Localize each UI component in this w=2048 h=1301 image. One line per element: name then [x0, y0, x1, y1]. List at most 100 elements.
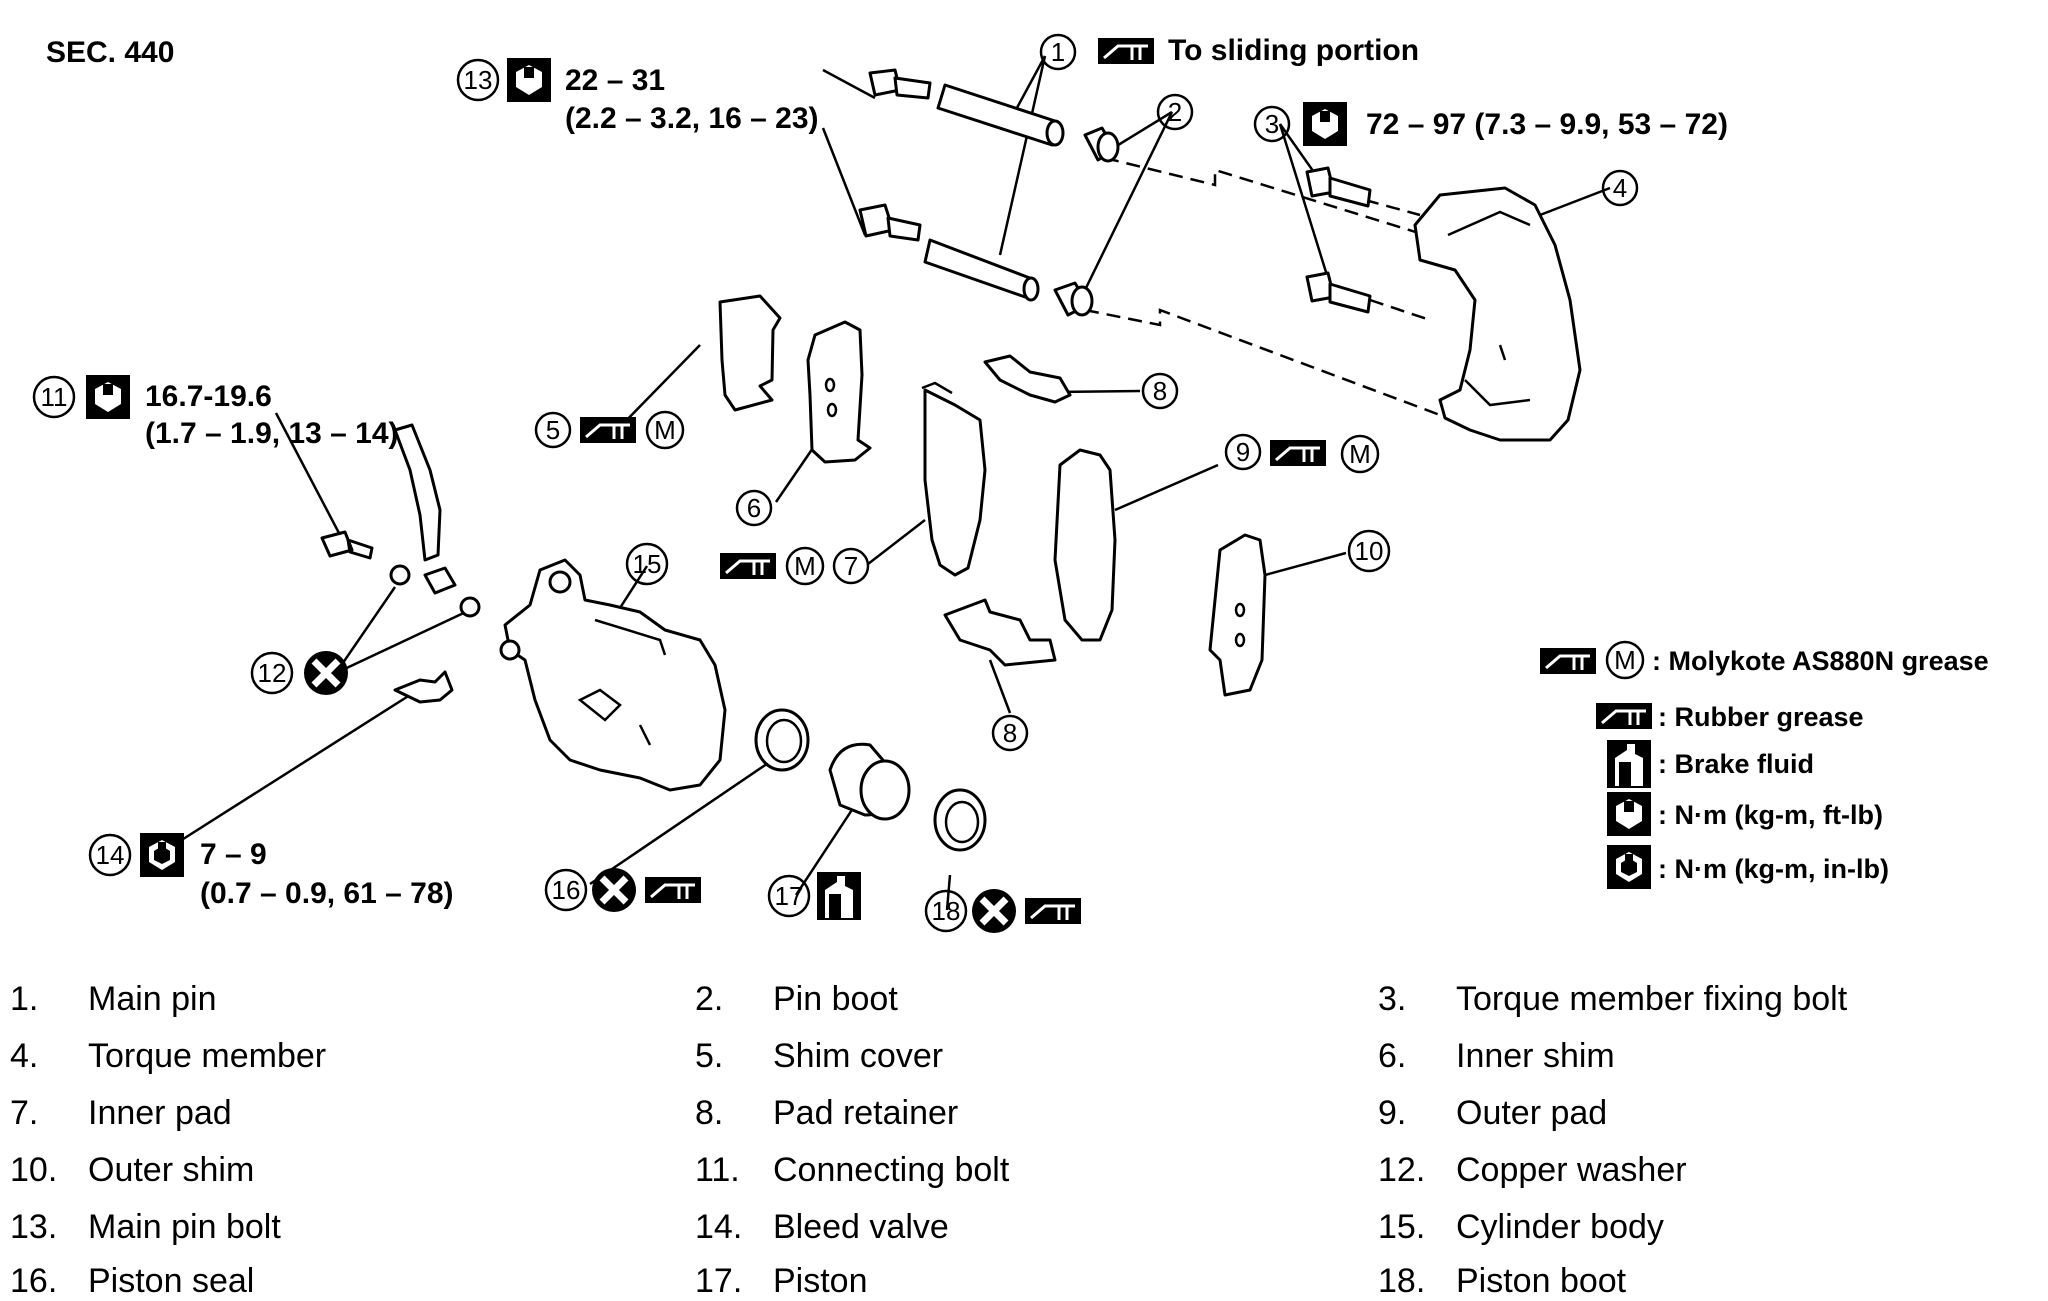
- list-item-number: 5.: [695, 1037, 724, 1075]
- svg-text:3: 3: [1265, 109, 1279, 139]
- torque-spec-3: 72 – 97 (7.3 – 9.9, 53 – 72): [1366, 108, 1728, 141]
- list-item-number: 10.: [10, 1151, 58, 1189]
- copper-washer: [389, 564, 411, 586]
- svg-text:11: 11: [41, 382, 68, 412]
- callout-6: 6: [735, 489, 773, 527]
- callout-14: 14: [88, 833, 132, 877]
- bleed-valve: [393, 670, 454, 704]
- molykote-icon: M: [1605, 640, 1645, 680]
- svg-text:M: M: [794, 551, 816, 581]
- rubber-grease-icon: [643, 875, 703, 905]
- list-item-name: Outer shim: [88, 1151, 255, 1189]
- list-item-name: Main pin: [88, 980, 217, 1018]
- list-item-number: 12.: [1378, 1151, 1426, 1189]
- svg-text:12: 12: [258, 658, 287, 688]
- list-item-name: Pad retainer: [773, 1094, 959, 1132]
- pad-retainer-upper: [983, 354, 1072, 404]
- do-not-reuse-icon: [972, 889, 1016, 933]
- leader-lines: [157, 55, 1611, 911]
- piston-boot-inner: [944, 800, 980, 844]
- callout-18: 18: [924, 889, 968, 933]
- callout-11: 11: [32, 375, 76, 419]
- legend-torque-ftlb-text: : N·m (kg-m, ft-lb): [1658, 800, 1883, 830]
- list-item-number: 11.: [695, 1151, 740, 1189]
- callout-17: 17: [767, 874, 811, 918]
- molykote-icon: M: [785, 546, 825, 586]
- svg-text:9: 9: [1236, 437, 1250, 467]
- callout-15: 15: [625, 542, 669, 586]
- callout-12: 12: [250, 651, 294, 695]
- callout-3: 3: [1253, 105, 1291, 143]
- cylinder-body-port: [499, 639, 521, 661]
- outer-pad: [1053, 448, 1117, 642]
- shim-cover: [718, 294, 782, 412]
- svg-text:7: 7: [844, 551, 858, 581]
- callout-13: 13: [456, 58, 500, 102]
- torque-spec-11-line2: (1.7 – 1.9, 13 – 14): [145, 417, 399, 450]
- callout-8-lower: 8: [991, 714, 1029, 752]
- svg-text:8: 8: [1003, 718, 1017, 748]
- list-item-name: Cylinder body: [1456, 1208, 1664, 1246]
- piston-face: [859, 759, 911, 821]
- banjo-fitting: [423, 566, 457, 595]
- list-item-number: 14.: [695, 1208, 743, 1246]
- callout-8-upper: 8: [1141, 372, 1179, 410]
- brake-hose: [393, 423, 442, 562]
- outer-shim-hole: [1234, 632, 1246, 648]
- torque-wrench-icon: [1303, 102, 1347, 146]
- copper-washer: [459, 596, 481, 618]
- list-item-number: 15.: [1378, 1208, 1426, 1246]
- svg-text:18: 18: [932, 896, 961, 926]
- cylinder-body: [503, 558, 727, 792]
- list-item-name: Inner shim: [1456, 1037, 1615, 1075]
- list-item-name: Piston boot: [1456, 1262, 1627, 1300]
- cylinder-body-detail: [577, 618, 667, 746]
- svg-text:M: M: [1614, 645, 1636, 675]
- torque-wrench-icon: [86, 375, 130, 419]
- rubber-grease-icon: [1594, 701, 1654, 731]
- symbol-legend: M : Molykote AS880N grease : Rubber grea…: [1538, 640, 1989, 889]
- list-item-name: Connecting bolt: [773, 1151, 1010, 1189]
- callout-16: 16: [544, 868, 588, 912]
- rubber-grease-icon: [1023, 896, 1083, 926]
- torque-spec-13-line2: (2.2 – 3.2, 16 – 23): [565, 102, 819, 135]
- svg-text:8: 8: [1153, 376, 1167, 406]
- molykote-icon: M: [1340, 434, 1380, 474]
- list-item-name: Inner pad: [88, 1094, 232, 1132]
- list-item-number: 18.: [1378, 1262, 1426, 1300]
- torque-wrench-icon: [507, 58, 551, 102]
- list-item-name: Bleed valve: [773, 1208, 949, 1246]
- svg-text:14: 14: [96, 840, 125, 870]
- list-item-name: Piston seal: [88, 1262, 255, 1300]
- list-item-number: 13.: [10, 1208, 58, 1246]
- torque-wrench-icon: [1607, 792, 1651, 836]
- inner-shim-hole: [824, 377, 836, 393]
- svg-text:M: M: [1349, 439, 1371, 469]
- alignment-lines: [1084, 156, 1441, 417]
- rubber-grease-icon: [578, 415, 638, 445]
- piston-seal-inner: [765, 718, 803, 764]
- rubber-grease-icon: [1268, 438, 1328, 468]
- callout-2: 2: [1156, 93, 1194, 131]
- torque-spec-11-line1: 16.7-19.6: [145, 380, 272, 413]
- outer-shim-hole: [1234, 602, 1246, 618]
- svg-text:17: 17: [775, 881, 804, 911]
- inner-pad-clip: [921, 381, 953, 395]
- callout-9: 9: [1224, 433, 1262, 471]
- legend-torque-inlb-text: : N·m (kg-m, in-lb): [1658, 854, 1889, 884]
- callout-5: 5: [534, 411, 572, 449]
- section-label: SEC. 440: [46, 36, 174, 69]
- rubber-grease-icon: [1096, 36, 1156, 66]
- pad-retainer-lower: [943, 598, 1057, 667]
- brake-fluid-icon: [1607, 740, 1651, 788]
- legend-rubber-grease-text: : Rubber grease: [1658, 702, 1864, 732]
- legend-molykote-text: : Molykote AS880N grease: [1652, 646, 1989, 676]
- do-not-reuse-icon: [304, 651, 348, 695]
- parts-list: 1. Main pin 2. Pin boot 3. Torque member…: [0, 968, 2048, 1300]
- sliding-portion-note: To sliding portion: [1168, 34, 1419, 67]
- svg-text:6: 6: [747, 493, 761, 523]
- list-item-number: 4.: [10, 1037, 39, 1075]
- callout-1: 1: [1039, 33, 1077, 71]
- svg-text:10: 10: [1355, 536, 1384, 566]
